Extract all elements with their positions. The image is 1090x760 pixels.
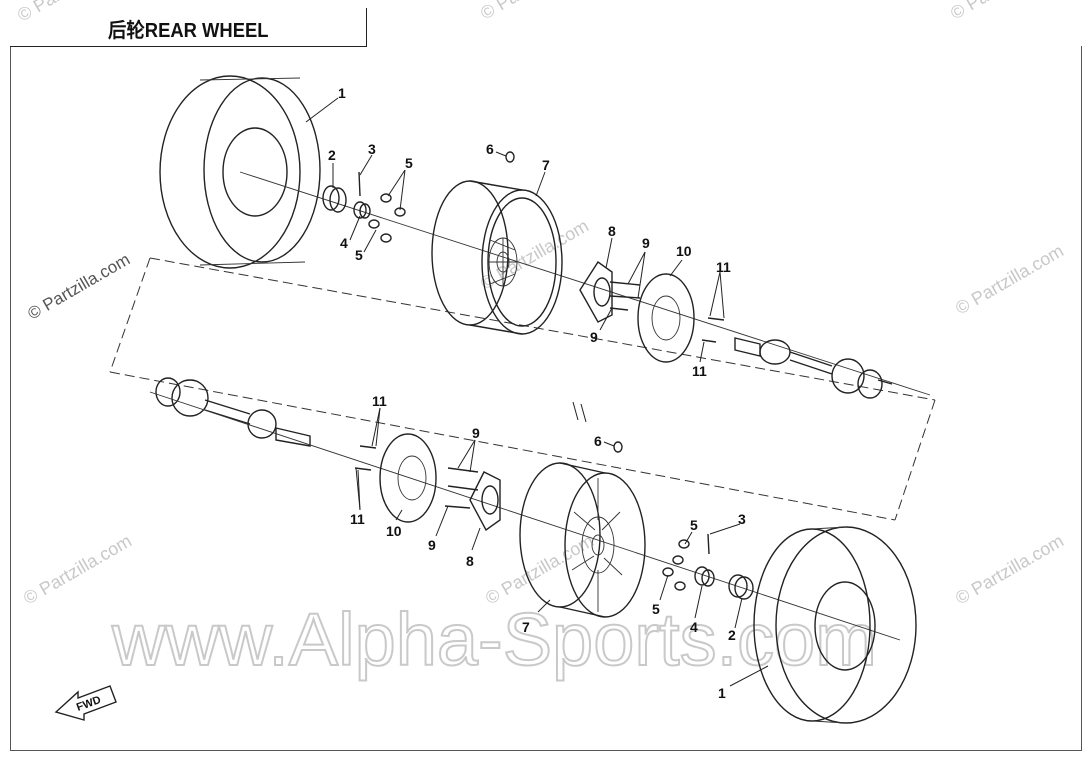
upper-tire [159,75,321,269]
watermark-bottom-right: © Partzilla.com [952,530,1067,608]
callout-9-lower-a: 9 [472,425,480,441]
lower-disc-bolts [354,445,377,471]
upper-hub-studs [609,281,641,311]
break-mark-b [580,403,587,423]
callout-10-lower: 10 [386,523,402,539]
upper-axle-nut [353,201,371,219]
upper-brake-disc [637,273,695,363]
callout-4-lower: 4 [690,619,698,635]
callout-7-lower: 7 [522,619,530,635]
callout-11-lower-b: 11 [350,511,365,527]
dash-top [149,257,936,401]
lower-cotter-pin [707,533,710,555]
callout-8-lower: 8 [466,553,474,569]
callout-3-lower: 3 [738,511,746,527]
lower-lug-nuts [662,539,690,591]
upper-hub-cap [322,185,347,213]
watermark-bottom-left: © Partzilla.com [20,530,135,608]
callout-10-upper: 10 [676,243,692,259]
callout-9-upper-a: 9 [642,235,650,251]
watermark-top-right: © Partzilla.com [947,0,1062,23]
lower-hub-studs [444,467,479,509]
callout-11-lower-a: 11 [372,393,387,409]
callout-5-upper-a: 5 [405,155,413,171]
lower-wheel-hub [469,471,501,532]
title-box [10,8,367,47]
watermark-alpha-sports: www.Alpha-Sports.com [111,598,877,681]
fwd-arrow: FWD [54,685,117,721]
upper-lug-nuts [368,193,406,243]
callout-7-upper: 7 [542,157,550,173]
callout-9-lower-b: 9 [428,537,436,553]
callout-11-upper-b: 11 [692,363,707,379]
leader-lines [305,97,769,687]
callout-2-lower: 2 [728,627,736,643]
watermark-left-mid: © Partzilla.com [25,250,134,324]
lower-valve-stem [613,441,623,453]
dash-left [109,257,151,373]
upper-wheel-hub [579,261,613,323]
callout-8-upper: 8 [608,223,616,239]
watermark-right-mid: © Partzilla.com [952,240,1067,318]
callout-4-upper: 4 [340,235,348,251]
lower-rim [519,462,646,618]
upper-disc-bolts [701,317,725,343]
callout-9-upper-b: 9 [590,329,598,345]
dash-bottom [109,371,896,521]
break-mark-a [572,401,579,421]
diagram-title: 后轮REAR WHEEL [108,20,269,42]
upper-rim [431,180,563,335]
callout-11-upper-a: 11 [716,259,731,275]
lower-hub-cap [728,574,754,600]
lower-tire [753,526,917,724]
upper-valve-stem [505,151,515,163]
callout-1-lower: 1 [718,685,726,701]
lower-brake-disc [379,433,437,523]
upper-cotter-pin [358,171,361,197]
callout-6-upper: 6 [486,141,494,157]
lower-axis [149,391,901,641]
callout-5-lower-a: 5 [690,517,698,533]
callout-5-upper-b: 5 [355,247,363,263]
dash-right [894,399,936,521]
lower-axle-nut [694,566,715,587]
callout-3-upper: 3 [368,141,376,157]
lower-drive-shaft [155,377,311,447]
callout-2-upper: 2 [328,147,336,163]
watermark-top-center: © Partzilla.com [477,0,592,23]
callout-1-upper: 1 [338,85,346,101]
diagram-frame [10,46,1082,751]
upper-drive-shaft [734,337,893,399]
callout-5-lower-b: 5 [652,601,660,617]
watermark-top-left: © Partzilla.com [14,0,129,25]
callout-6-lower: 6 [594,433,602,449]
